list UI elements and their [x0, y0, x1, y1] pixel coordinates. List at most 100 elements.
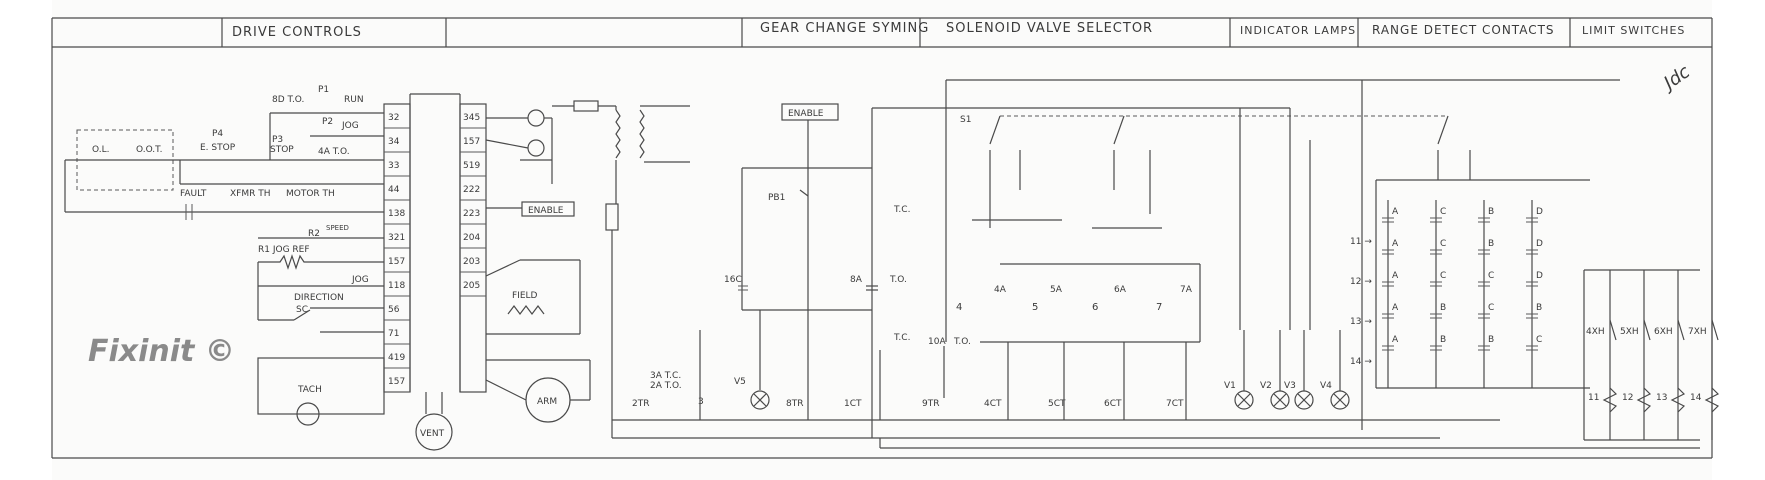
p3-label: P3	[272, 135, 283, 145]
lamp-label: V2	[1260, 381, 1272, 391]
10a-label: 10A	[928, 337, 946, 347]
terminal-number: 157	[388, 377, 405, 387]
header-range-detect-contacts: RANGE DETECT CONTACTS	[1372, 23, 1555, 37]
limit-switch-contact	[1643, 319, 1651, 341]
contact-letter: C	[1440, 271, 1446, 281]
title-bar: DRIVE CONTROLS GEAR CHANGE SYMING SOLENO…	[51, 17, 1713, 459]
contact-letter: C	[1488, 271, 1494, 281]
contact-letter: C	[1536, 335, 1542, 345]
r2-label: R2	[308, 229, 320, 239]
contact-letter: A	[1392, 207, 1399, 217]
p1-label: P1	[318, 85, 329, 95]
terminal-number: 321	[388, 233, 405, 243]
terminal-number: 44	[388, 185, 400, 195]
limit-switch-bottom-label: 12	[1622, 393, 1633, 403]
vent-fan-icon	[415, 413, 453, 451]
6ct-label: 6CT	[1104, 399, 1122, 409]
terminal-number: 33	[388, 161, 399, 171]
terminal-number: 223	[463, 209, 480, 219]
coil-6-label: 6	[1092, 302, 1098, 313]
contact-letter: B	[1440, 303, 1446, 313]
tach-loop	[257, 357, 385, 415]
16c-label: 16C	[724, 275, 742, 285]
contact-letter: B	[1440, 335, 1446, 345]
indicator-lamps-section: V1 V2 V3 V4	[1224, 80, 1363, 430]
p4-label: P4	[212, 129, 223, 139]
lamp-label: V3	[1284, 381, 1296, 391]
contact-letter: C	[1440, 207, 1446, 217]
8a-label: 8A	[850, 275, 863, 285]
v5-label: V5	[734, 377, 746, 387]
limit-switch-contact	[1677, 319, 1685, 341]
range-row-label: 13 →	[1350, 317, 1372, 327]
direction-label: DIRECTION	[294, 293, 344, 303]
contact-letter: D	[1536, 207, 1543, 217]
vent-label: VENT	[420, 429, 445, 439]
lamp-label: V4	[1320, 381, 1332, 391]
header-solenoid-valve-selector: SOLENOID VALVE SELECTOR	[946, 21, 1153, 36]
contact-letter: A	[1392, 239, 1399, 249]
8tr-label: 8TR	[786, 399, 803, 409]
limit-switch-coil	[1704, 387, 1720, 413]
terminal-number: 345	[463, 113, 480, 123]
contact-letter: B	[1488, 207, 1494, 217]
p2-label: P2	[322, 117, 333, 127]
lamp-cross	[1333, 393, 1347, 407]
range-row-label: 12 →	[1350, 277, 1372, 287]
limit-switch-contact	[1711, 319, 1719, 341]
terminal-number: 32	[388, 113, 399, 123]
cap-7a-label: 7A	[1180, 285, 1193, 295]
limit-switch-top-label: 6XH	[1654, 327, 1673, 337]
gear-change-section: ENABLE PB1 16C T.C. 8A T.O. T.C. 10A T.O…	[612, 103, 1700, 449]
left-margin	[0, 0, 52, 480]
header-gear-change: GEAR CHANGE SYMING	[760, 21, 929, 36]
motor-th-label: MOTOR TH	[286, 189, 335, 199]
ato-label: 4A T.O.	[318, 147, 350, 157]
arm-label: ARM	[537, 397, 557, 407]
solenoid-selector-section: S1 4 4A 5 5A 6 6A 7 7A 4CT 5CT 6CT 7CT	[945, 79, 1620, 420]
r1-jog-ref-label: R1 JOG REF	[258, 245, 310, 255]
to2-label: T.O.	[953, 337, 971, 347]
header-indicator-lamps: INDICATOR LAMPS	[1240, 24, 1356, 37]
contact-letter: C	[1488, 303, 1494, 313]
limit-switch-bottom-label: 14	[1690, 393, 1702, 403]
terminal-number: 419	[388, 353, 405, 363]
4ct-label: 4CT	[984, 399, 1002, 409]
limit-switch-top-label: 5XH	[1620, 327, 1639, 337]
contact-letter: A	[1392, 335, 1399, 345]
contact-letter: B	[1536, 303, 1542, 313]
contact-letter: B	[1488, 335, 1494, 345]
header-drive-controls: DRIVE CONTROLS	[232, 25, 362, 40]
cap-4a-label: 4A	[994, 285, 1007, 295]
coil-7-label: 7	[1156, 302, 1162, 313]
ato-label: 2A T.O.	[650, 381, 682, 391]
terminal-number: 205	[463, 281, 480, 291]
stop-label: STOP	[270, 145, 294, 155]
relay-3-label: 3	[698, 397, 704, 407]
1ct-label: 1CT	[844, 399, 862, 409]
estop-label: E. STOP	[200, 143, 236, 153]
limit-switch-contact	[1609, 319, 1617, 341]
limit-switch-coil	[1670, 387, 1686, 413]
contact-letter: B	[1488, 239, 1494, 249]
terminal-number: 222	[463, 185, 480, 195]
tach-label: TACH	[297, 385, 322, 395]
terminal-number: 34	[388, 137, 400, 147]
header-limit-switches: LIMIT SWITCHES	[1582, 24, 1685, 37]
atc-label: 3A T.C.	[650, 371, 681, 381]
run-label: RUN	[344, 95, 364, 105]
jog-label: JOG	[341, 121, 359, 131]
tc2-label: T.C.	[893, 333, 910, 343]
5ct-label: 5CT	[1048, 399, 1066, 409]
9tr-label: 9TR	[922, 399, 939, 409]
coil-5-label: 5	[1032, 302, 1038, 313]
terminal-number: 71	[388, 329, 399, 339]
fault-label: FAULT	[180, 189, 207, 199]
to1-label: T.O.	[889, 275, 907, 285]
oot-label: O.O.T.	[136, 145, 162, 155]
lamp-label: V1	[1224, 381, 1236, 391]
